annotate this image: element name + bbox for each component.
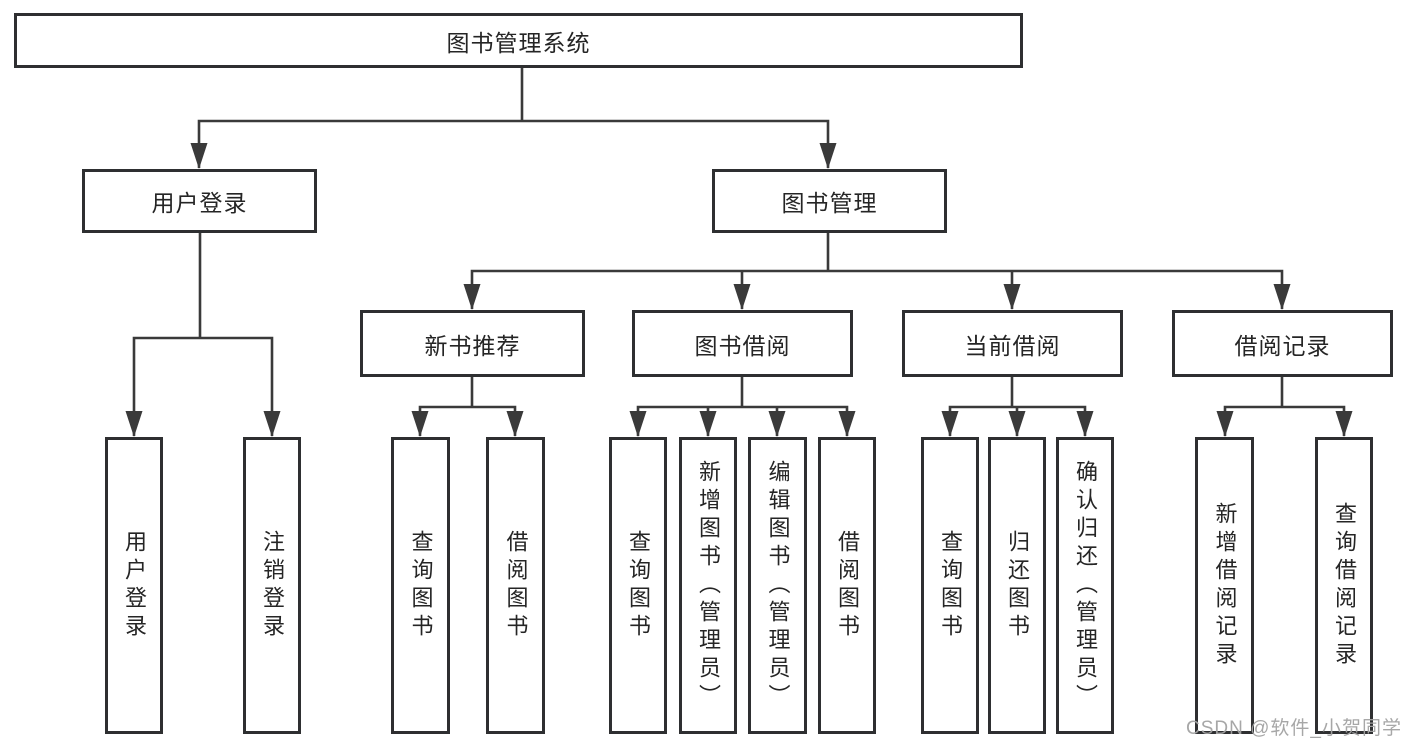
node-label: 借阅图书 [503,529,529,642]
leaf-recommend-borrow-books: 借阅图书 [486,437,545,734]
node-label: 查询图书 [626,529,651,642]
node-user-login: 用户登录 [82,169,317,233]
node-label: 当前借阅 [964,332,1061,359]
node-label: 借阅记录 [1234,332,1331,359]
node-label: 用户登录 [122,529,147,642]
node-label: 确认归还（管理员） [1073,459,1098,712]
node-label: 查询图书 [408,529,434,642]
leaf-borrow-borrow-books: 借阅图书 [818,437,876,734]
leaf-borrow-edit-books-admin: 编辑图书（管理员） [748,437,807,734]
node-label: 查询图书 [938,529,963,642]
node-label: 注销登录 [260,529,285,642]
node-label: 新增借阅记录 [1212,501,1238,670]
node-label: 借阅图书 [835,529,860,642]
node-label: 新书推荐 [424,332,521,359]
node-label: 用户登录 [151,190,248,216]
node-label: 新增图书（管理员） [696,459,721,712]
node-label: 图书管理 [781,190,878,216]
leaf-current-return-books: 归还图书 [988,437,1046,734]
leaf-recommend-query-books: 查询图书 [391,437,450,734]
node-new-book-recommend: 新书推荐 [360,310,585,377]
node-label: 归还图书 [1005,529,1030,642]
node-book-borrow: 图书借阅 [632,310,853,377]
leaf-current-query-books: 查询图书 [921,437,979,734]
node-library-system: 图书管理系统 [14,13,1023,68]
leaf-records-add-record: 新增借阅记录 [1195,437,1254,734]
node-label: 查询借阅记录 [1332,501,1357,670]
csdn-watermark: CSDN @软件_小贺同学 [1186,718,1402,739]
leaf-logout-login: 注销登录 [243,437,301,734]
leaf-records-query-record: 查询借阅记录 [1315,437,1373,734]
leaf-borrow-add-books-admin: 新增图书（管理员） [679,437,737,734]
leaf-borrow-query-books: 查询图书 [609,437,667,734]
node-borrow-records: 借阅记录 [1172,310,1393,377]
leaf-user-login: 用户登录 [105,437,163,734]
arrowhead-icons [125,143,1353,437]
node-label: 图书借阅 [694,332,791,359]
node-label: 图书管理系统 [446,29,591,56]
node-label: 编辑图书（管理员） [765,459,791,712]
node-book-management: 图书管理 [712,169,947,233]
leaf-current-confirm-return-admin: 确认归还（管理员） [1056,437,1114,734]
node-current-borrow: 当前借阅 [902,310,1123,377]
